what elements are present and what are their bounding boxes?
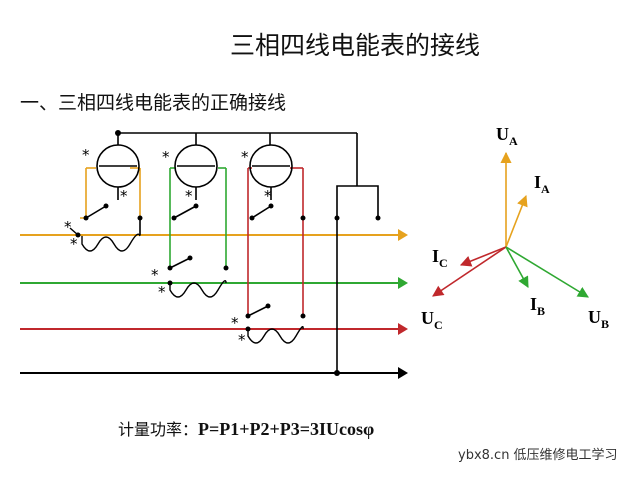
neutral-arrowhead [398,367,408,379]
polarity-mark: * [238,331,246,349]
meter-element-3 [245,133,306,344]
phasor-ib [505,246,529,288]
formula-expression: P=P1+P2+P3=3IUcosφ [198,419,375,439]
phasor-ic [459,246,507,267]
current-coil [81,233,141,252]
polarity-mark: * [185,187,193,205]
meter-element-1 [69,133,143,252]
phasor-ia [505,194,528,248]
formula-prefix: 计量功率： [118,420,199,439]
label-ub: UB [588,307,609,331]
polarity-mark: * [70,235,78,253]
polarity-mark: * [64,218,72,236]
label-ia: IA [534,172,550,196]
junction-dot [334,370,340,376]
phasor-diagram: UA IA IC UC IB UB [421,124,609,332]
label-uc: UC [421,308,443,332]
polarity-mark: * [82,146,90,164]
polarity-mark: * [264,187,272,205]
watermark: ybx8.cn 低压维修电工学习 [458,448,618,463]
polarity-mark: * [162,148,170,166]
page-title: 三相四线电能表的接线 [229,31,480,60]
phasor-uc [432,246,507,297]
power-formula: 计量功率：P=P1+P2+P3=3IUcosφ [118,416,374,440]
label-ic: IC [432,246,448,270]
polarity-mark: * [158,283,166,301]
label-ua: UA [496,124,518,148]
phasor-ub [505,246,589,298]
polarity-mark: * [241,148,249,166]
label-ib: IB [530,294,545,318]
neutral-link [336,185,379,218]
phase-a-arrowhead [398,229,408,241]
current-coil [247,326,304,344]
meter-element-2 [167,133,229,298]
section-heading: 一、三相四线电能表的正确接线 [20,92,287,114]
polarity-mark: * [231,314,239,332]
current-coil [169,280,227,298]
terminal-dot [375,215,381,221]
polarity-mark: * [151,266,159,284]
phase-c-arrowhead [398,323,408,335]
polarity-mark: * [120,187,128,205]
phase-b-arrowhead [398,277,408,289]
